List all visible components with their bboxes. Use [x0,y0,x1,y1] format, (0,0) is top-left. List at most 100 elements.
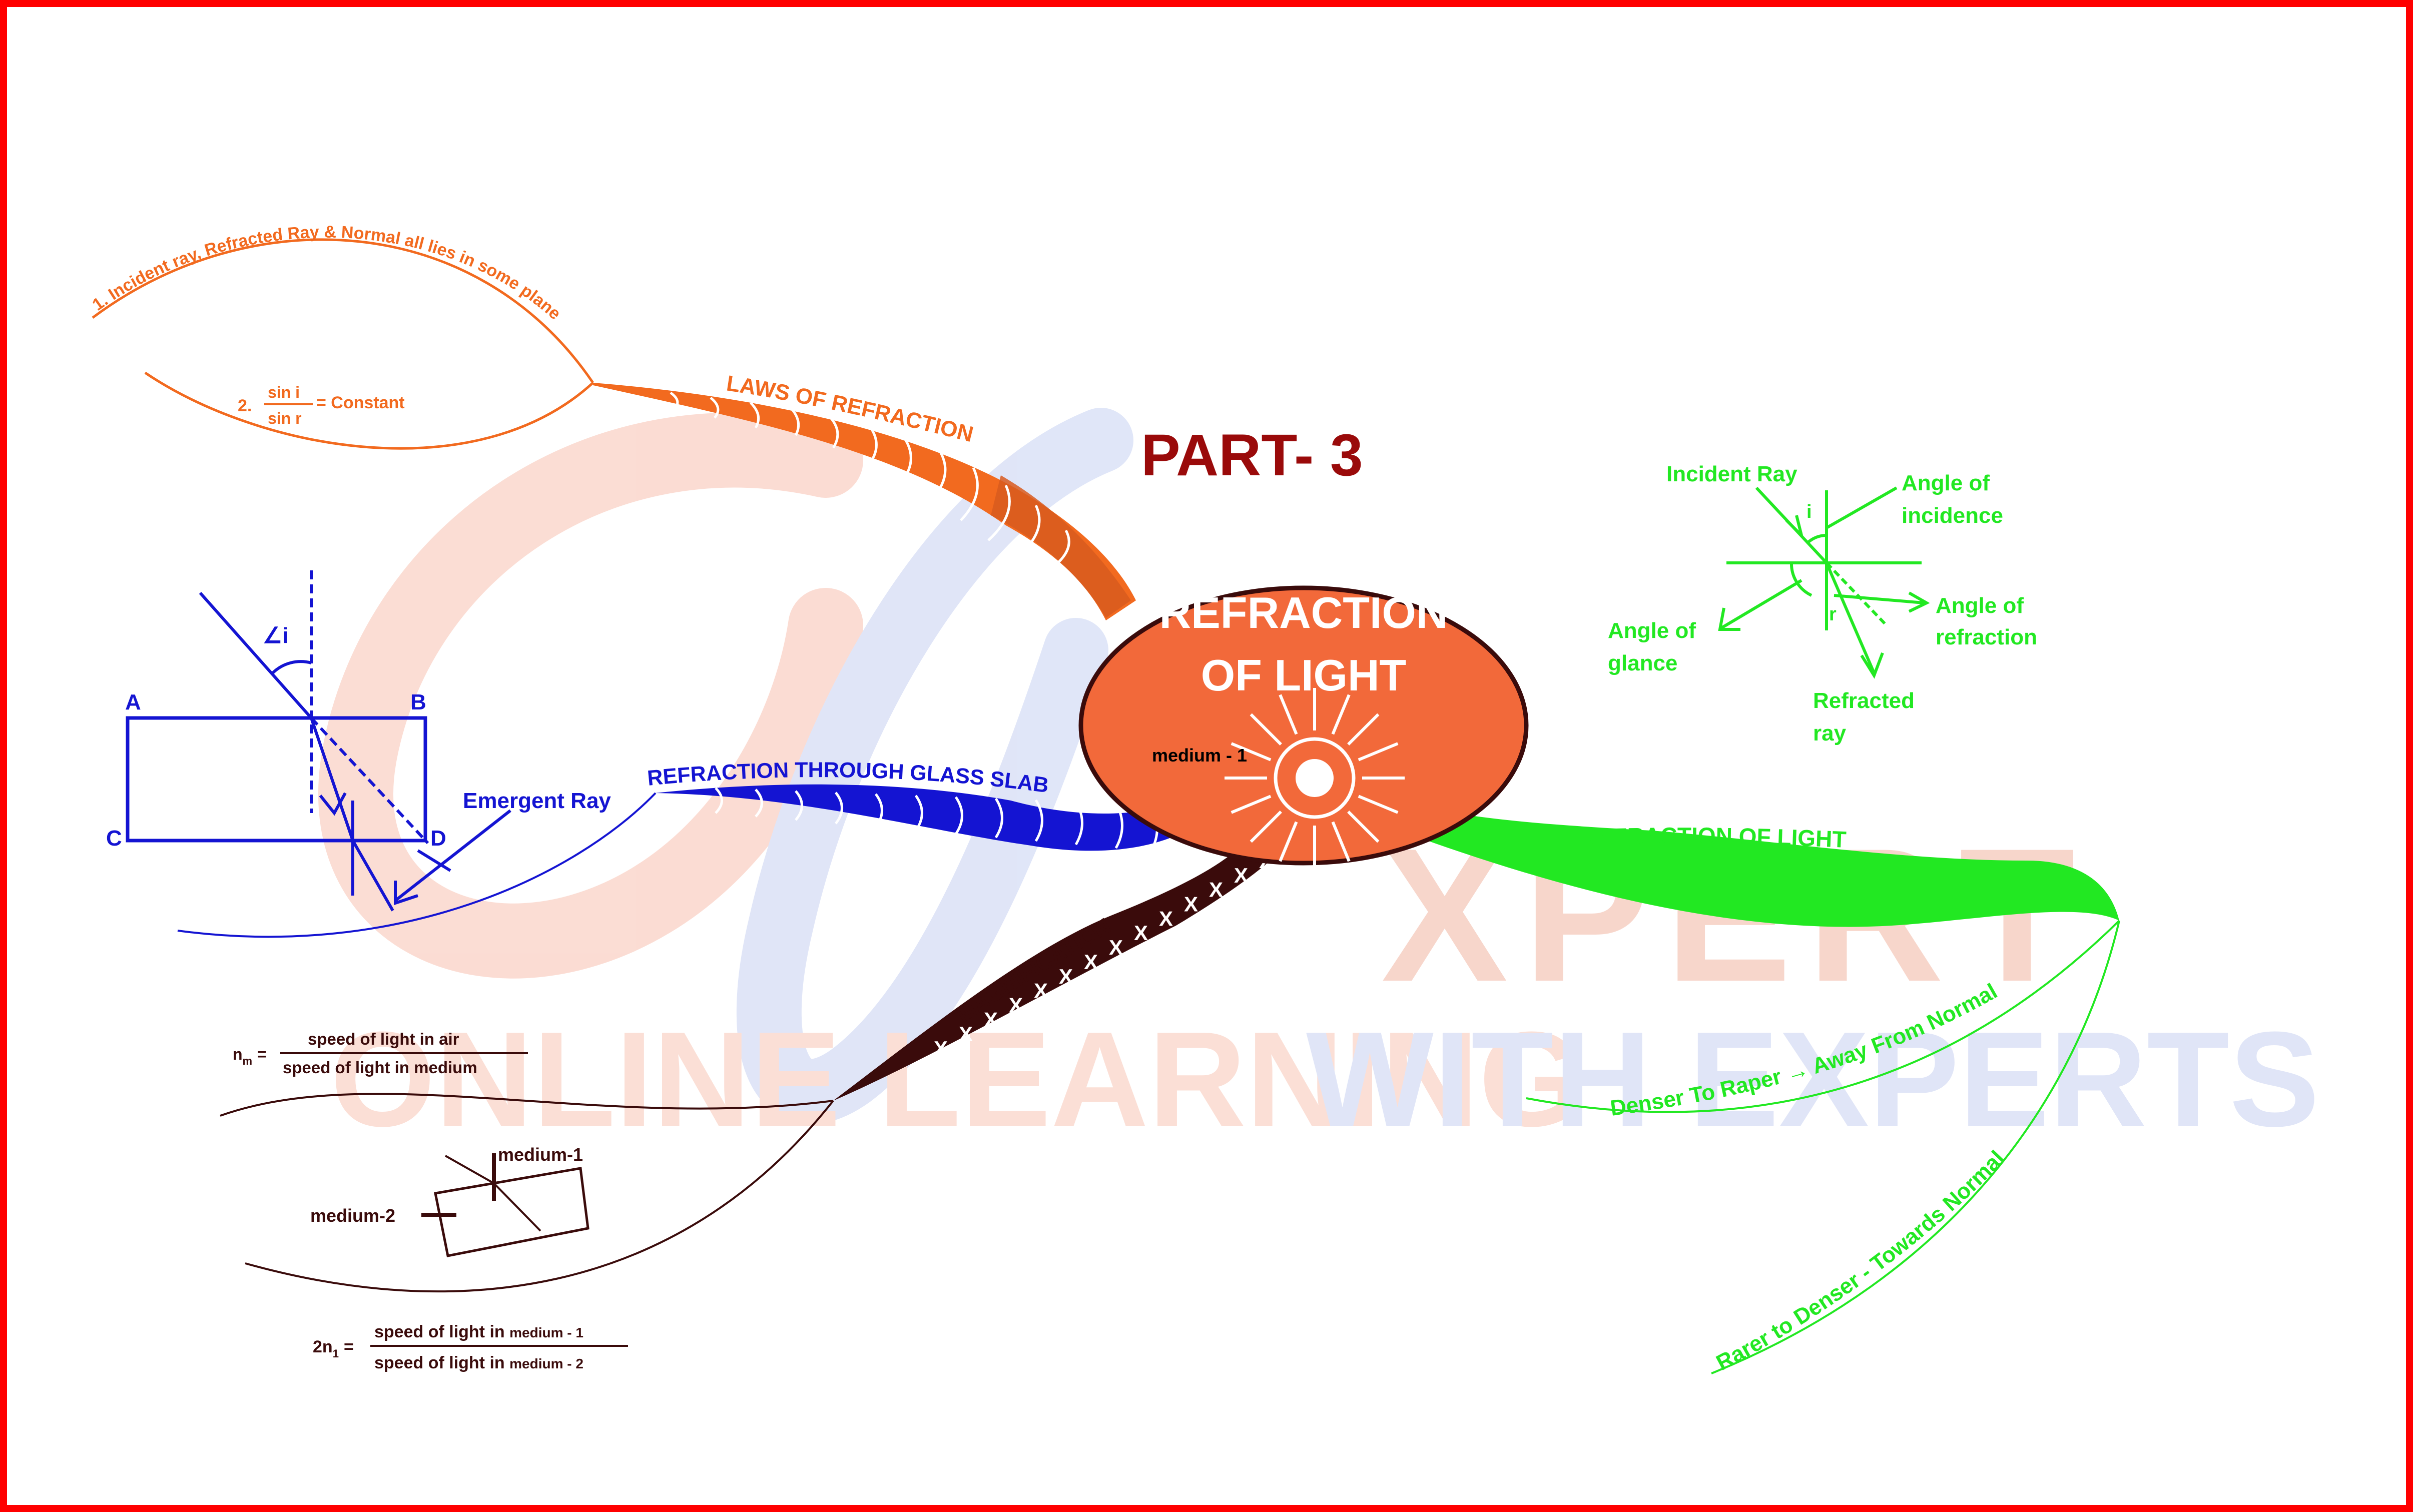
glass-slab-rib-8 [994,798,1003,839]
formula1-numerator: speed of light in air [308,1030,459,1048]
formula2-den-main: speed of light in [374,1353,505,1372]
emergent-ray-label: Emergent Ray [463,789,611,813]
emergent-ray-pointer [394,809,511,902]
green-branch-label-path: REFRACTION OF LIGHT [1581,823,1847,853]
watermark-logo-swirl-red [318,412,863,979]
medium-interface-rect [434,1167,589,1257]
law2-numerator: sin i [268,383,300,401]
center-title-line2: OF LIGHT [1201,650,1407,700]
magnification-x-mark: X [984,1008,998,1031]
laws-rib-12 [1040,529,1070,577]
laws-rib-3 [750,402,760,429]
green-ribbon [1406,806,2119,927]
sun-ray [1279,694,1298,735]
formula2-numerator: speed of light in medium - 1 [374,1322,583,1341]
magnification-x-mark: X [1059,965,1073,988]
sun-ray [1358,742,1399,762]
law1-text: 1. Incident ray, Refracted Ray & Normal … [89,223,564,324]
formula1-eq: = [257,1045,267,1063]
magnification-x-marks: XXXXXXXXXXXXXX [934,849,1273,1060]
ray-angle-incidence-label-2: incidence [1902,503,2003,528]
ray-angle-r-label: r [1829,604,1837,625]
glass-slab-rib-2 [755,789,763,818]
refracted-ray-arrowhead [319,792,347,816]
glass-slab-rib-11 [1114,802,1123,849]
formula1-lhs-sub: m [243,1055,253,1067]
glass-slab-rib-6 [914,795,923,832]
green-sub2-curve [1711,920,2120,1374]
angle-i-label: ∠i [263,623,289,648]
sun-ray [1250,811,1282,843]
formula2-num-main: speed of light in [374,1322,505,1341]
ray-diagram [1718,486,1930,679]
glass-slab-branch: REFRACTION THROUGH GLASS SLAB ∠i A B C D… [106,570,1176,938]
formula2-den-medium: medium - 2 [509,1356,583,1371]
magnification-x-mark: X [1234,864,1248,887]
ray-diagram-pointer-glance-arrowhead [1718,607,1740,631]
ray-incident-label: Incident Ray [1666,462,1797,486]
law2-curve [144,371,594,450]
laws-rib-7 [900,439,912,484]
sun-ray [1231,795,1272,814]
laws-branch-ribbon-shade [991,475,1131,618]
medium-1-label: medium-1 [498,1144,583,1165]
formula2-lhs-sub: 1 [333,1347,339,1360]
emergent-ray-line [351,840,394,912]
magnification-x-mark: X [1209,878,1223,902]
formula2-lhs: 2n1= [313,1337,354,1360]
formula2-num-medium: medium - 1 [509,1325,583,1340]
refracted-ray-line [310,717,354,841]
glass-slab-ribbon [656,784,1176,851]
laws-rib-1 [670,391,679,411]
sun-ray [1250,713,1282,745]
magnification-x-mark: X [1184,893,1198,916]
sun-ray [1279,821,1298,862]
laws-rib-9 [960,467,979,521]
corner-d-label: D [430,826,446,851]
magnification-x-mark: X [1159,907,1173,930]
extended-incident-dashed [310,716,429,845]
formula1-lhs: nm= [233,1045,267,1067]
corner-a-label: A [125,690,141,714]
glass-slab-rib-4 [835,792,843,825]
emergent-ray-arrowhead [394,881,418,906]
ray-diagram-refracted-arrowhead [1860,652,1884,679]
watermark-logo-swirl-blue [736,408,1133,1124]
center-title-line1: REFRACTION [1159,588,1448,637]
sun-ray [1358,795,1399,814]
magnification-x-mark: X [1109,936,1123,959]
ray-diagram-refracted-ray [1825,562,1876,674]
ray-angle-i-label: i [1806,501,1812,522]
watermark-tagline-part2: WITH EXPERTS [1306,1004,2319,1155]
medium-2-label: medium-2 [310,1205,395,1226]
law1-textpath: 1. Incident ray, Refracted Ray & Normal … [89,223,564,324]
magnification-upper-curve [220,1093,834,1117]
laws-rib-6 [867,427,878,466]
ray-diagram-incident-arrowhead [1785,515,1804,540]
law2-rhs: = Constant [316,393,405,412]
magnification-x-mark: X [1034,979,1048,1003]
sun-ray [1231,742,1272,762]
ray-diagram-labels: Incident Ray i Angle of incidence Angle … [1608,462,2037,745]
sun-icon-core [1296,759,1334,797]
center-medium-label: medium - 1 [1152,745,1247,766]
magnification-x-mark: X [1084,950,1098,974]
glass-slab-rect [126,716,427,843]
sun-ray [1347,811,1380,843]
laws-rib-2 [710,397,720,419]
ray-diagram-pointer-refraction [1834,594,1925,604]
ray-diagram-pointer-glance [1720,579,1802,629]
ray-diagram-pointer-refraction-arrowhead [1908,591,1930,613]
magnification-x-mark: X [1009,993,1023,1017]
magnification-ribbon [833,846,1281,1101]
sun-ray [1331,694,1351,735]
laws-rib-11 [1015,504,1041,559]
medium-ray-refracted [493,1182,541,1232]
law1-curve [92,238,594,384]
part-title: PART- 3 [1141,422,1363,488]
angle-i-arc [271,660,312,674]
lateral-shift-marker [417,849,451,872]
glass-slab-rib-9 [1034,799,1043,842]
